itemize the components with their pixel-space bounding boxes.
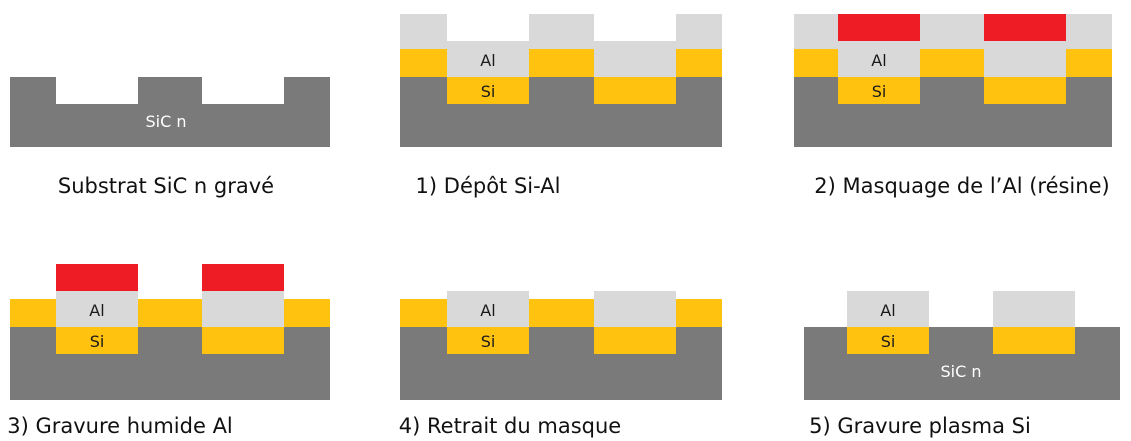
- si-layer: [984, 77, 1066, 104]
- si-layer: [676, 49, 722, 77]
- si-layer: [529, 299, 594, 327]
- si-label: Si: [481, 82, 496, 101]
- sic-substrate: [400, 327, 722, 400]
- al-layer: [794, 14, 1112, 77]
- sic-label: SiC n: [146, 112, 187, 131]
- al-label: Al: [480, 301, 495, 320]
- al-block: [847, 291, 929, 327]
- panel-substrate: SiC n Substrat SiC n gravé: [10, 77, 330, 198]
- si-layer: [993, 327, 1075, 354]
- si-layer: [138, 299, 202, 327]
- sic-label: SiC n: [941, 362, 982, 381]
- caption-step-3: 3) Gravure humide Al: [7, 414, 233, 438]
- al-block: [594, 291, 676, 327]
- al-label: Al: [480, 51, 495, 70]
- panel-step-2: Al Si 2) Masquage de l’Al (résine): [794, 14, 1112, 198]
- al-block: [202, 291, 284, 327]
- al-label: Al: [880, 301, 895, 320]
- si-layer: [594, 77, 676, 104]
- si-layer: [676, 299, 722, 327]
- si-layer: [594, 327, 676, 354]
- al-block: [447, 291, 529, 327]
- si-layer: [794, 49, 838, 77]
- caption-step-1: 1) Dépôt Si-Al: [416, 174, 561, 198]
- resist-mask: [984, 14, 1066, 41]
- sic-substrate: [10, 327, 330, 400]
- sic-substrate: [10, 77, 330, 147]
- caption-step-4: 4) Retrait du masque: [399, 414, 621, 438]
- si-layer: [847, 327, 929, 354]
- si-label: Si: [881, 332, 896, 351]
- si-layer: [447, 77, 529, 104]
- al-block: [56, 291, 138, 327]
- si-layer: [447, 327, 529, 354]
- si-layer: [56, 327, 138, 354]
- si-label: Si: [90, 332, 105, 351]
- si-label: Si: [481, 332, 496, 351]
- resist-mask: [56, 264, 138, 291]
- si-layer: [284, 299, 330, 327]
- caption-step-5: 5) Gravure plasma Si: [809, 414, 1031, 438]
- si-layer: [202, 327, 284, 354]
- sic-substrate: [400, 77, 722, 147]
- si-layer: [10, 299, 56, 327]
- resist-mask: [838, 14, 920, 41]
- panel-step-5: Al Si SiC n 5) Gravure plasma Si: [804, 291, 1120, 438]
- panel-step-1: Al Si 1) Dépôt Si-Al: [400, 14, 722, 198]
- si-layer: [400, 299, 447, 327]
- si-layer: [838, 77, 920, 104]
- al-label: Al: [871, 51, 886, 70]
- al-label: Al: [89, 301, 104, 320]
- caption-substrate: Substrat SiC n gravé: [58, 174, 274, 198]
- resist-mask: [202, 264, 284, 291]
- si-layer: [400, 49, 447, 77]
- si-layer: [920, 49, 984, 77]
- sic-substrate: [794, 77, 1112, 147]
- si-layer: [1066, 49, 1112, 77]
- caption-step-2: 2) Masquage de l’Al (résine): [814, 174, 1109, 198]
- si-layer: [529, 49, 594, 77]
- panel-step-3: Al Si 3) Gravure humide Al: [7, 264, 330, 438]
- al-block: [993, 291, 1075, 327]
- si-label: Si: [872, 82, 887, 101]
- panel-step-4: Al Si 4) Retrait du masque: [399, 291, 722, 438]
- al-layer: [400, 14, 722, 77]
